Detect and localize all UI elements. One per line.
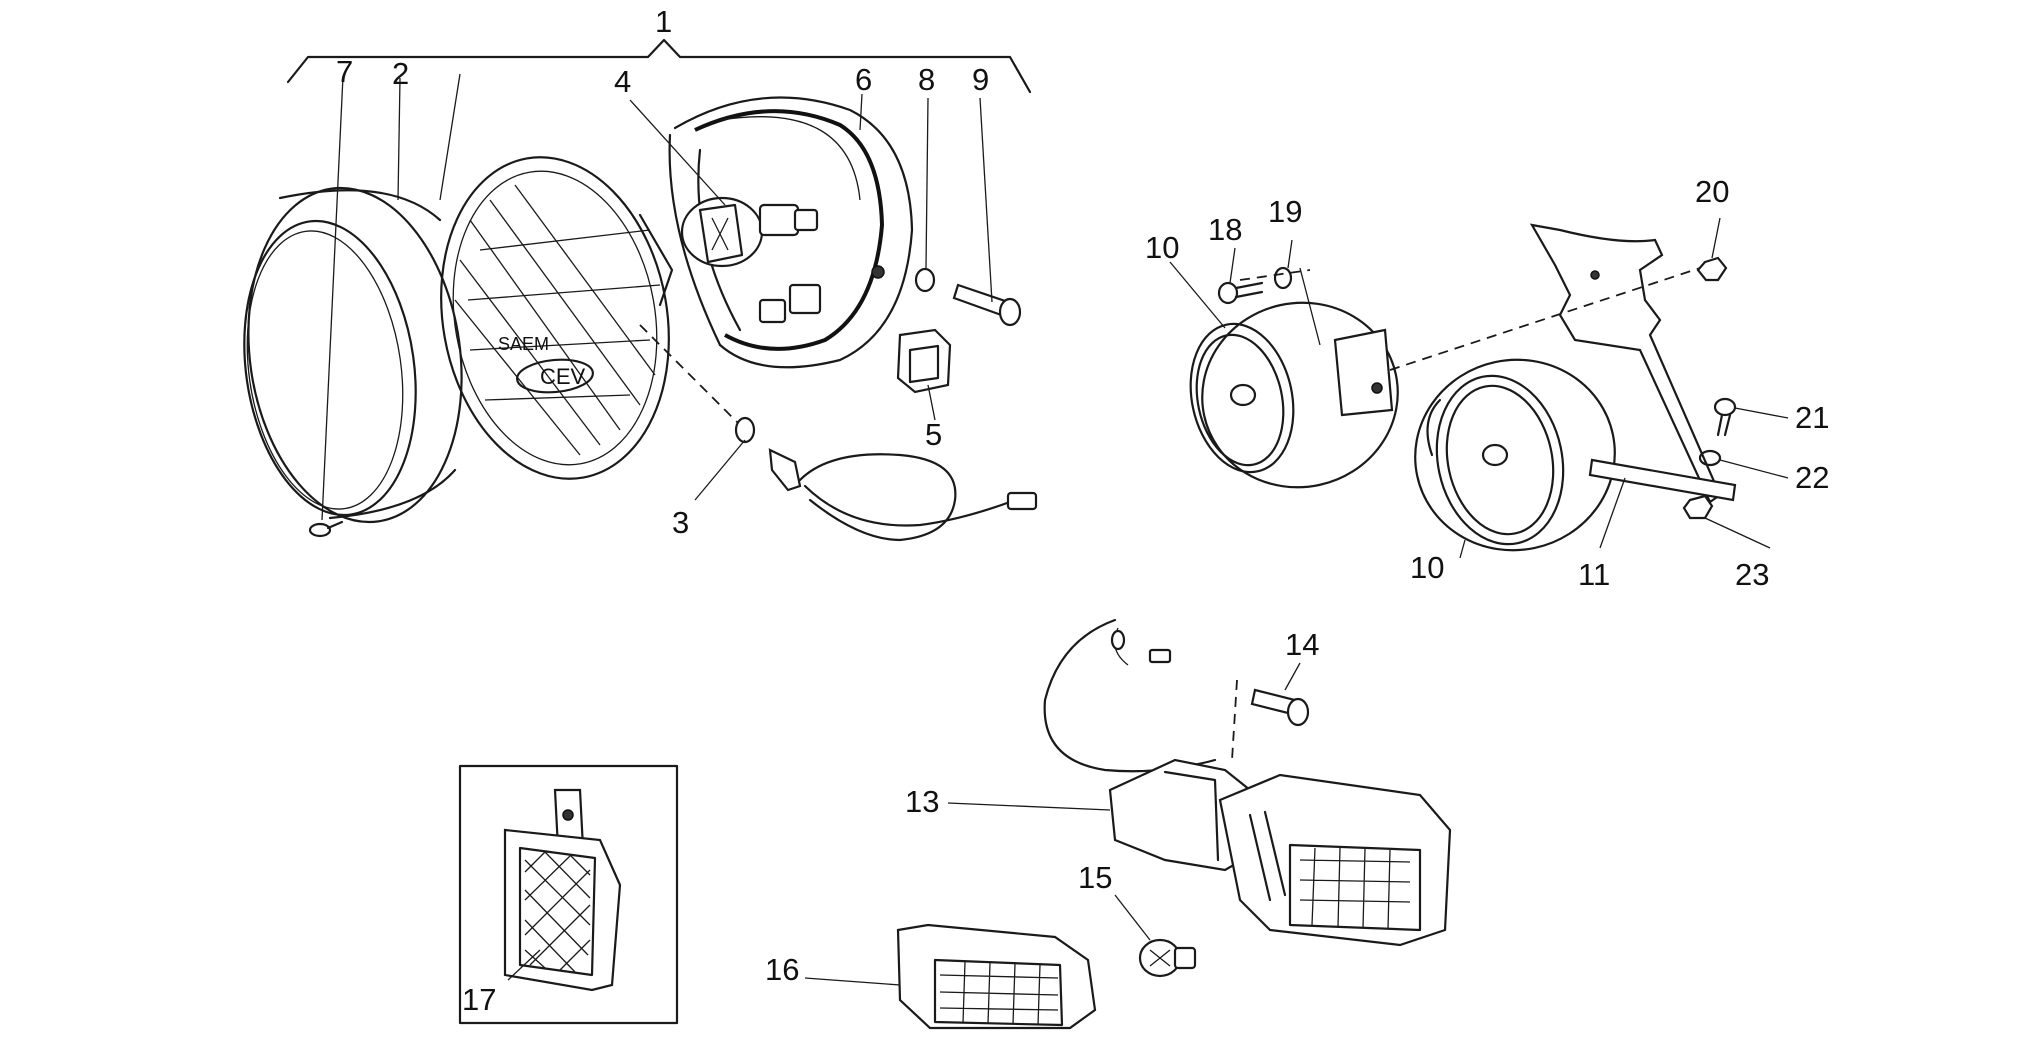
label-9: 9 [972,62,989,97]
label-7: 7 [336,54,353,89]
turn-signal-rear [1043,618,1452,947]
screw-14 [1250,688,1310,727]
label-17: 17 [462,982,496,1017]
label-19: 19 [1268,194,1302,229]
label-14: 14 [1285,627,1319,662]
label-2: 2 [392,56,409,91]
nut-23 [1682,494,1714,520]
screw-18 [1217,281,1264,305]
turn-signal-lens-16 [896,923,1097,1030]
label-8: 8 [918,62,935,97]
label-5: 5 [925,417,942,452]
label-10-lower: 10 [1410,550,1444,585]
washer-8 [914,267,936,293]
label-15: 15 [1078,860,1112,895]
headlight-rim [243,186,463,524]
label-13: 13 [905,784,939,819]
horn-bracket [1529,223,1737,504]
nut-20 [1696,256,1728,282]
assembly-bracket [286,38,1032,94]
screw-9 [952,283,1022,327]
reflector-box-17 [458,764,679,1025]
parking-bulb-wire [639,324,1038,542]
lens-brand-cev: CEV [540,364,586,389]
label-22: 22 [1795,460,1829,495]
connector-block-5 [896,328,952,394]
indicator-bulb-15 [1138,938,1197,978]
label-18: 18 [1208,212,1242,247]
label-16: 16 [765,952,799,987]
label-23: 23 [1735,557,1769,592]
headlight-bulb [680,196,819,268]
label-3: 3 [672,505,689,540]
lens-brand-saem: SAEM [498,334,549,354]
leader-lines [321,73,1789,986]
washer-19 [1273,266,1293,290]
screw-7 [308,520,344,538]
washer-22 [1698,449,1722,467]
screw-21 [1713,397,1737,437]
horn-lower [1414,358,1616,552]
label-4: 4 [614,64,631,99]
label-11: 11 [1578,557,1610,592]
label-1: 1 [655,4,672,39]
part-labels: 1 7 2 4 6 8 9 5 3 10 18 19 20 21 22 10 1… [336,4,1829,1017]
label-6: 6 [855,62,872,97]
label-10-upper: 10 [1145,230,1179,265]
headlight-lens: SAEM CEV [440,156,674,480]
headlight-shell [668,96,914,369]
label-21: 21 [1795,400,1829,435]
label-20: 20 [1695,174,1729,209]
horn-upper [1189,301,1399,489]
